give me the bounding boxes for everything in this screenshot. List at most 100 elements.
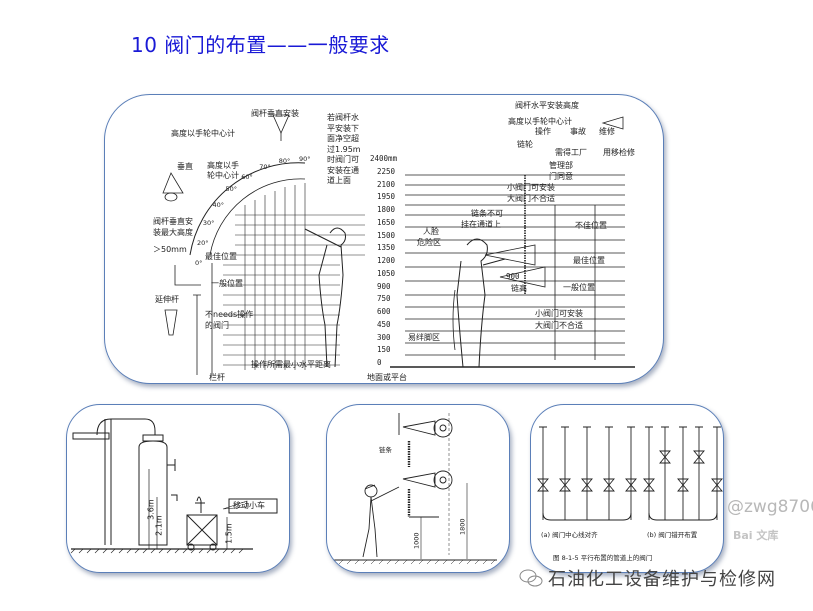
watermark-baidu: Bai 文库 <box>733 529 779 542</box>
angle-label: 40° <box>212 201 225 210</box>
label-small-valve-ok-bottom: 小阀门可安装 <box>535 309 583 318</box>
header-pipe <box>648 512 718 521</box>
parallel-pipe-valves-panel: (a) 阀门中心线对齐 (b) 阀门错开布置 图 8-1-5 平行布置的管道上的… <box>530 404 724 573</box>
label-gap: ＞50mm <box>153 245 187 254</box>
label-handwheel-a: 高度以手 <box>207 161 239 170</box>
height-scale-tick: 1950 <box>377 192 396 202</box>
height-scale-tick: 1200 <box>377 256 396 265</box>
label-small-valve-ok-top: 小阀门可安装 <box>507 183 555 192</box>
height-scale-tick: 1800 <box>377 205 396 214</box>
label-handwheel-b: 轮中心计 <box>207 171 239 180</box>
valve-icon <box>643 478 655 492</box>
label-best-position-right: 最佳位置 <box>573 256 605 265</box>
label-no-operation-b: 的阀门 <box>205 321 229 330</box>
pipe-line <box>679 426 687 520</box>
label-face-danger-b: 危险区 <box>417 238 441 247</box>
horizontal-stem-note-line: 若阀杆水 <box>327 113 359 122</box>
label-use-for-maintenance: 用移检修 <box>603 148 635 157</box>
parallel-pipe-valves-drawing <box>537 426 723 521</box>
chain-wheel-panel: 链条 1000 1800 <box>326 404 510 573</box>
height-scale-tick: 600 <box>377 307 391 316</box>
watermark-site: 石油化工设备维护与检修网 <box>548 569 776 590</box>
valve-icon <box>537 478 549 492</box>
label-min-horizontal-distance: 操作所需最小水平距离 <box>251 360 331 369</box>
horizontal-stem-note-line: 平安装下 <box>327 123 359 133</box>
label-operation: 操作 <box>535 127 551 136</box>
pipe-line <box>645 426 653 520</box>
label-general-position-left: 一般位置 <box>211 279 243 288</box>
height-scale-tick: 1050 <box>377 268 396 278</box>
slide-title: 10 阀门的布置——一般要求 <box>131 33 390 57</box>
angle-label: 0° <box>195 259 203 267</box>
label-best-position-left: 最佳位置 <box>205 252 237 261</box>
angle-label: 30° <box>202 219 215 228</box>
label-maintenance: 维修 <box>599 127 615 136</box>
pipe-line <box>713 426 721 520</box>
angle-label: 60° <box>241 172 253 181</box>
header-pipe <box>542 512 632 521</box>
label-height-by-handwheel: 高度以手轮中心计 <box>171 129 235 138</box>
angle-label: 70° <box>259 162 271 171</box>
pipe-line <box>583 426 591 520</box>
caption-a: (a) 阀门中心线对齐 <box>541 531 598 539</box>
valve-icon <box>693 450 705 464</box>
label-max-height-b: 装最大高度 <box>153 228 193 237</box>
height-scale-tick: 1500 <box>377 230 396 240</box>
height-scale-tick: 750 <box>377 294 391 304</box>
pipe-line <box>695 426 703 520</box>
tower-platform-drawing <box>70 418 278 554</box>
label-extension-rod: 延伸杆 <box>155 295 179 304</box>
label-horizontal-height: 阀杆水平安装高度 <box>515 101 579 110</box>
height-scale-tick: 1650 <box>377 217 396 227</box>
valve-height-diagram-panel: 阀杆垂直安装 高度以手轮中心计 垂直 高度以手 轮中心计 阀杆垂直安 装最大高度… <box>104 94 664 384</box>
label-railing: 栏杆 <box>209 373 225 382</box>
valve-icon <box>559 478 571 492</box>
pipe-line <box>661 426 669 520</box>
label-large-valve-no-top: 大阀门不合适 <box>507 194 555 203</box>
pipe-line <box>539 426 547 520</box>
label-face-danger-a: 人脸 <box>423 227 439 236</box>
label-chain-not-b: 挂在通道上 <box>461 220 501 229</box>
label-mobile-cart: 移动小车 <box>233 501 265 510</box>
label-chain-height-value: 900 <box>506 272 520 281</box>
horizontal-stem-note-line: 道上面 <box>327 176 351 185</box>
valve-icon <box>625 478 637 492</box>
figure-caption: 图 8-1-5 平行布置的管道上的阀门 <box>553 554 653 562</box>
height-scale-tick: 150 <box>377 345 391 355</box>
dim-1000: 1000 <box>412 532 421 550</box>
height-scale-tick: 2250 <box>377 166 396 176</box>
dim-1800: 1800 <box>458 518 467 536</box>
valve-icon <box>677 478 689 492</box>
tower-platform-panel: 3.6m 2.1m 1.5m 移动小车 <box>66 404 290 573</box>
pipe-line <box>561 426 569 520</box>
height-scale-tick: 0 <box>377 358 382 367</box>
label-height-by-handwheel-right: 高度以手轮中心计 <box>508 117 572 126</box>
label-vertical-stem: 阀杆垂直安装 <box>251 109 299 118</box>
height-scale-tick: 2400mm <box>370 154 398 163</box>
horizontal-stem-note-line: 过1.95m <box>327 144 361 154</box>
height-scale-tick: 450 <box>377 319 391 329</box>
label-vertical: 垂直 <box>177 162 193 171</box>
label-no-operation-a: 不needs操作 <box>205 310 254 319</box>
height-scale-tick: 300 <box>377 332 391 342</box>
angle-label: 80° <box>278 156 291 165</box>
label-chain: 链条 <box>379 446 392 454</box>
angle-label: 20° <box>196 238 209 247</box>
height-scale-tick: 2100 <box>377 179 396 189</box>
valve-icon <box>603 478 615 492</box>
height-scale-tick: 1350 <box>377 243 396 253</box>
label-ground: 地面或平台 <box>367 373 407 382</box>
dim-1-5m: 1.5m <box>224 523 234 544</box>
label-poor-position: 不佳位置 <box>575 221 607 230</box>
horizontal-stem-note-line: 时阀门可 <box>327 155 359 164</box>
label-accident: 事故 <box>570 127 586 136</box>
pipe-line <box>627 426 635 520</box>
label-large-valve-no-bottom: 大阀门不合适 <box>535 321 583 330</box>
label-chain-height: 链高 <box>511 284 527 293</box>
label-max-height-a: 阀杆垂直安 <box>153 217 193 226</box>
angle-label: 90° <box>299 155 311 163</box>
caption-b: (b) 阀门错开布置 <box>647 531 698 539</box>
label-factory-need: 需得工厂 <box>555 148 587 157</box>
wechat-icon <box>519 569 543 587</box>
label-chain-not-a: 链条不可 <box>471 209 503 218</box>
